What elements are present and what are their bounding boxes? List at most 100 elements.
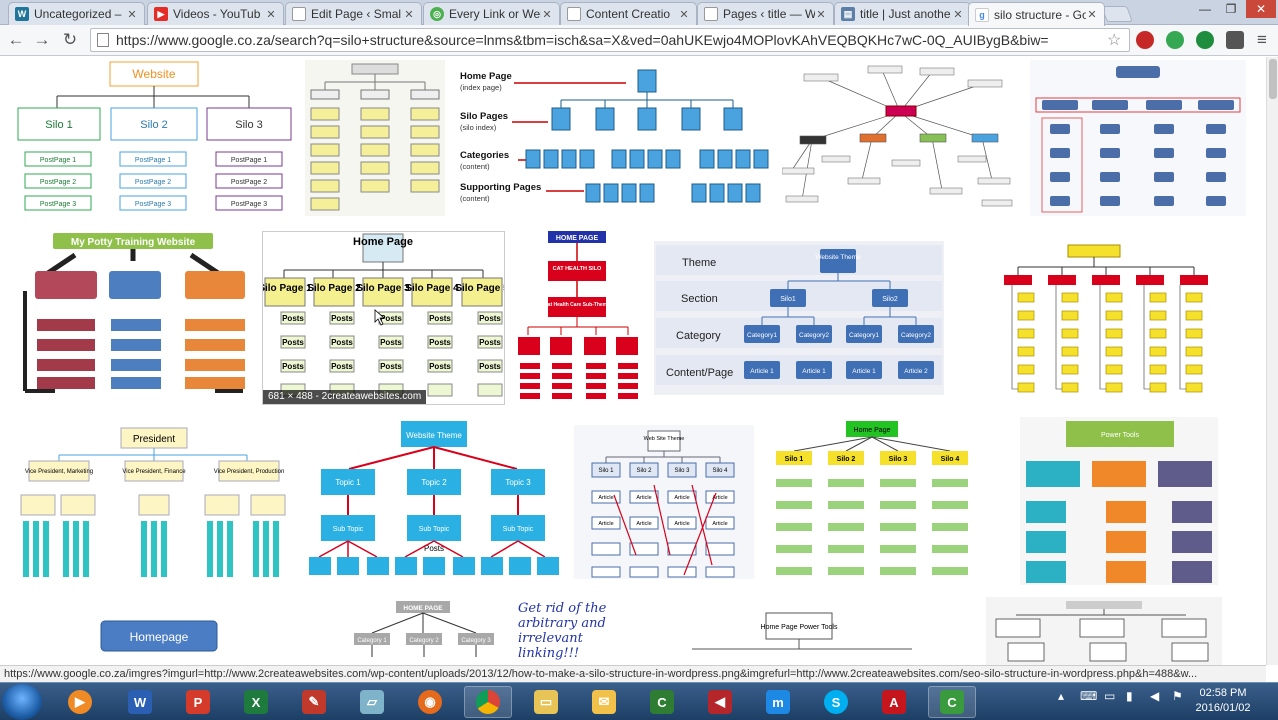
- image-result-silo-keywords[interactable]: [986, 597, 1222, 665]
- extension-grammar-icon[interactable]: [1196, 31, 1214, 49]
- tab-youtube[interactable]: ▶Videos - YouTub✕: [147, 2, 284, 25]
- svg-text:Website Theme: Website Theme: [815, 254, 861, 261]
- maximize-icon[interactable]: ❐: [1225, 2, 1237, 16]
- taskbar-outlook[interactable]: ✉: [580, 686, 628, 718]
- taskbar-app-blue[interactable]: m: [754, 686, 802, 718]
- tab-edit-page[interactable]: Edit Page ‹ Smal✕: [285, 2, 422, 25]
- tab-pages[interactable]: Pages ‹ title — W✕: [697, 2, 834, 25]
- svg-text:HOME PAGE: HOME PAGE: [403, 605, 443, 612]
- reload-icon[interactable]: ↻: [62, 30, 78, 49]
- address-bar[interactable]: https://www.google.co.za/search?q=silo+s…: [90, 28, 1130, 52]
- tab-just-another[interactable]: ▤title | Just anothe✕: [834, 2, 971, 25]
- image-result-silo-structure[interactable]: Website Silo 1 Silo 2 Silo 3 PostPage 1 …: [15, 60, 293, 216]
- svg-text:Posts: Posts: [282, 362, 304, 371]
- taskbar-chrome[interactable]: [464, 686, 512, 718]
- back-icon[interactable]: ←: [7, 30, 25, 49]
- svg-text:Topic 3: Topic 3: [505, 478, 531, 487]
- image-result-home-page-power-tools[interactable]: Home Page Power Tools: [652, 605, 950, 665]
- close-icon[interactable]: ✕: [1087, 9, 1097, 21]
- image-result-homepage[interactable]: Homepage: [15, 605, 330, 665]
- taskbar-audio[interactable]: ◀: [696, 686, 744, 718]
- svg-text:Silo1: Silo1: [780, 296, 796, 303]
- svg-text:Website Theme: Website Theme: [406, 431, 462, 440]
- tab-content-creation[interactable]: Content Creatio✕: [560, 2, 697, 25]
- svg-text:PostPage 1: PostPage 1: [135, 157, 171, 164]
- image-result-cat-health[interactable]: HOME PAGE CAT HEALTH SILO Cat Health Car…: [516, 231, 641, 405]
- tab-every-link[interactable]: ◎Every Link or Wel✕: [423, 2, 560, 25]
- camtasia-icon: C: [650, 690, 674, 714]
- taskbar-camtasia[interactable]: C: [638, 686, 686, 718]
- taskbar-camtasia-recorder[interactable]: C: [928, 686, 976, 718]
- forward-icon[interactable]: →: [33, 30, 51, 49]
- window-close-icon[interactable]: ✕: [1246, 0, 1276, 18]
- close-icon[interactable]: ✕: [953, 8, 963, 21]
- taskbar-skype[interactable]: S: [812, 686, 860, 718]
- taskbar-explorer[interactable]: ▭: [522, 686, 570, 718]
- close-icon[interactable]: ✕: [404, 8, 414, 21]
- image-result-theme-section[interactable]: Theme Section Category Content/Page Webs…: [654, 241, 944, 395]
- svg-text:Power Tools: Power Tools: [1101, 432, 1140, 439]
- tray-expand-icon[interactable]: ▴: [1058, 689, 1065, 703]
- start-button[interactable]: [2, 684, 42, 720]
- image-result-web-hosting-map[interactable]: [782, 60, 1019, 216]
- taskbar-excel[interactable]: X: [232, 686, 280, 718]
- close-icon[interactable]: ✕: [266, 8, 276, 21]
- menu-icon[interactable]: ≡: [1257, 30, 1267, 49]
- tray-display-icon[interactable]: ▭: [1104, 689, 1116, 703]
- scrollbar-thumb[interactable]: [1269, 59, 1277, 99]
- image-result-silo-hierarchy[interactable]: Home Page Silo Pages Categories Supporti…: [456, 60, 772, 216]
- image-result-sitemap-columns[interactable]: [305, 60, 445, 216]
- extension-green-icon[interactable]: [1166, 31, 1184, 49]
- taskbar-paint[interactable]: ✎: [290, 686, 338, 718]
- thumb-title: My Potty Training Website: [71, 237, 196, 248]
- svg-text:Homepage: Homepage: [130, 630, 189, 644]
- close-icon[interactable]: ✕: [679, 8, 689, 21]
- image-result-power-tools[interactable]: Power Tools: [1020, 417, 1218, 585]
- svg-text:Category1: Category1: [849, 332, 879, 339]
- tray-volume-icon[interactable]: ◀: [1150, 689, 1160, 703]
- taskbar-notes[interactable]: ▱: [348, 686, 396, 718]
- minimize-icon[interactable]: —: [1199, 2, 1211, 16]
- bookmark-star-icon[interactable]: ☆: [1107, 32, 1122, 49]
- close-icon[interactable]: ✕: [816, 8, 826, 21]
- extension-stop-icon[interactable]: [1136, 31, 1154, 49]
- svg-text:Section: Section: [681, 293, 718, 305]
- svg-text:Web Site Theme: Web Site Theme: [644, 436, 685, 442]
- page-scrollbar[interactable]: [1266, 57, 1278, 665]
- new-tab-button[interactable]: [1101, 6, 1133, 22]
- root-label: Website: [132, 67, 175, 81]
- speaker-icon: ◀: [708, 690, 732, 714]
- taskbar-word[interactable]: W: [116, 686, 164, 718]
- image-result-potty-training[interactable]: My Potty Training Website: [15, 231, 251, 405]
- browser-toolbar: ← → ↻ https://www.google.co.za/search?q=…: [0, 25, 1278, 56]
- taskbar-app-red[interactable]: P: [174, 686, 222, 718]
- svg-text:Posts: Posts: [479, 338, 501, 347]
- close-icon[interactable]: ✕: [127, 8, 137, 21]
- extension-camera-icon[interactable]: [1226, 31, 1244, 49]
- tray-flag-icon[interactable]: ⚑: [1172, 689, 1183, 703]
- svg-text:Category 2: Category 2: [409, 638, 439, 644]
- svg-text:Sub Topic: Sub Topic: [503, 526, 534, 533]
- taskbar-media-player[interactable]: ▶: [56, 686, 104, 718]
- svg-text:Silo 2: Silo 2: [140, 119, 168, 131]
- close-icon[interactable]: ✕: [542, 8, 552, 21]
- svg-text:Sub Topic: Sub Topic: [419, 526, 450, 533]
- tray-network-icon[interactable]: ▮: [1126, 689, 1133, 703]
- address-url[interactable]: https://www.google.co.za/search?q=silo+s…: [116, 32, 1049, 48]
- svg-text:Theme: Theme: [682, 257, 716, 269]
- taskbar-clock[interactable]: 02:58 PM 2016/01/02: [1192, 686, 1254, 716]
- taskbar-acrobat[interactable]: A: [870, 686, 918, 718]
- taskbar-firefox[interactable]: ◉: [406, 686, 454, 718]
- image-result-handwritten-note[interactable]: Get rid of the arbitrary and irrelevant …: [512, 597, 638, 665]
- tray-keyboard-icon[interactable]: ⌨: [1080, 689, 1098, 703]
- image-result-silo-blue-grid[interactable]: [1030, 60, 1246, 216]
- image-result-red-yellow-tree[interactable]: [988, 231, 1218, 405]
